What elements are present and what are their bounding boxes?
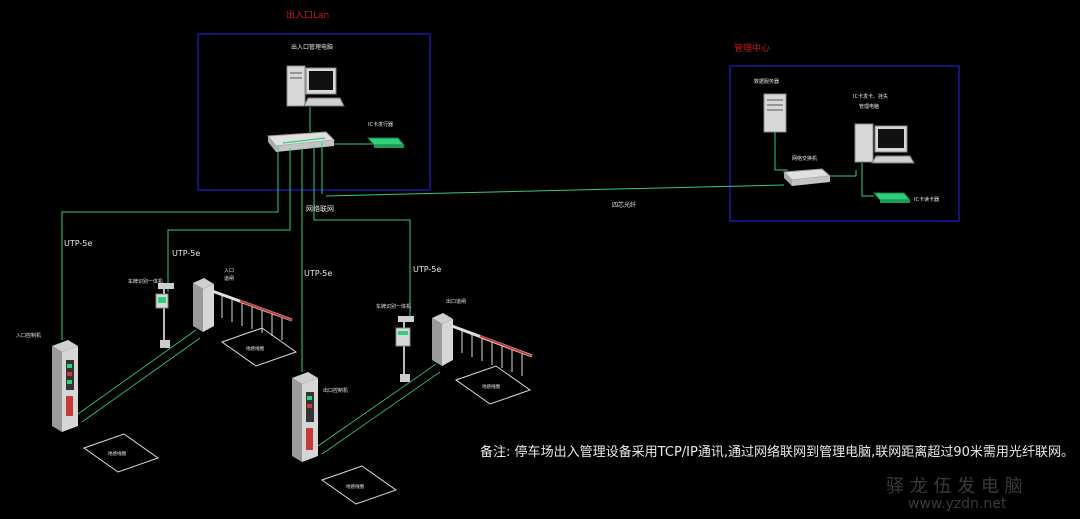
exit-barrier-gate-icon — [432, 313, 533, 376]
fiber-link-line — [325, 184, 785, 197]
exit-loop-2 — [320, 465, 398, 505]
watermark-url: www.yzdn.net — [908, 496, 1007, 512]
fiber-label: 四芯光纤 — [612, 201, 636, 209]
server-icon — [763, 93, 787, 133]
entry-lane — [77, 329, 201, 423]
exit-camera-label: 车牌识别一体机 — [376, 303, 411, 310]
entrance-links — [309, 107, 372, 145]
mgmt-pc-label-1: IC卡发卡、挂失 — [853, 93, 888, 100]
server-label: 数据服务器 — [754, 78, 779, 85]
entry-gate-label-1: 入口 — [224, 268, 234, 274]
entry-terminal-label: 入口控制机 — [16, 332, 41, 339]
exit-gate-label: 出口道闸 — [446, 298, 466, 305]
cable-label-4: UTP-5e — [413, 265, 441, 274]
diagram-note: 备注: 停车场出入管理设备采用TCP/IP通讯,通过网络联网到管理电脑,联网距离… — [480, 444, 1074, 460]
ic-card-printer-icon — [366, 137, 406, 148]
management-center-title: 管理中心 — [734, 42, 770, 54]
management-switch-icon — [782, 168, 832, 186]
mgmt-pc-label-2: 管理电脑 — [859, 103, 879, 110]
loop-label-3: 地感线圈 — [482, 383, 500, 390]
mgmt-switch-label: 网络交换机 — [792, 155, 817, 162]
entry-loop-1 — [220, 327, 298, 367]
cable-label-1: UTP-5e — [64, 239, 92, 248]
entry-terminal-icon — [52, 340, 78, 432]
exit-terminal-label: 出口控制机 — [323, 387, 348, 394]
entry-camera-label: 车牌识别一体机 — [128, 278, 163, 285]
exit-lane — [317, 363, 441, 455]
loop-label-4: 地感线圈 — [346, 483, 364, 490]
exit-camera-icon — [395, 316, 414, 382]
cable-label-2: UTP-5e — [172, 249, 200, 258]
entry-barrier-gate-icon — [193, 278, 293, 340]
exit-terminal-icon — [292, 372, 318, 462]
loop-label-1: 地感线圈 — [246, 345, 264, 352]
management-center-box — [729, 65, 960, 222]
management-links — [774, 132, 874, 197]
management-pc-icon — [854, 123, 915, 164]
ic-card-reader-icon — [872, 192, 912, 203]
entrance-lan-title: 出入口Lan — [286, 9, 329, 21]
entrance-pc-icon — [286, 65, 345, 107]
exit-loop-1 — [454, 365, 532, 405]
entry-loop-2 — [82, 433, 160, 473]
entry-camera-icon — [155, 283, 174, 348]
ic-card-printer-label: IC卡发行器 — [368, 121, 393, 128]
entry-gate-label-2: 道闸 — [224, 275, 234, 282]
cable-label-3: UTP-5e — [304, 269, 332, 278]
ic-card-reader-label: IC卡读卡器 — [914, 196, 939, 203]
entrance-pc-label: 出入口管理电脑 — [291, 43, 333, 51]
lan-cables — [61, 142, 411, 372]
loop-label-2: 地感线圈 — [108, 450, 126, 457]
lan-label: 网络联网 — [306, 204, 334, 213]
watermark-cn: 驿 龙 伍 发 电 脑 — [886, 476, 1023, 497]
